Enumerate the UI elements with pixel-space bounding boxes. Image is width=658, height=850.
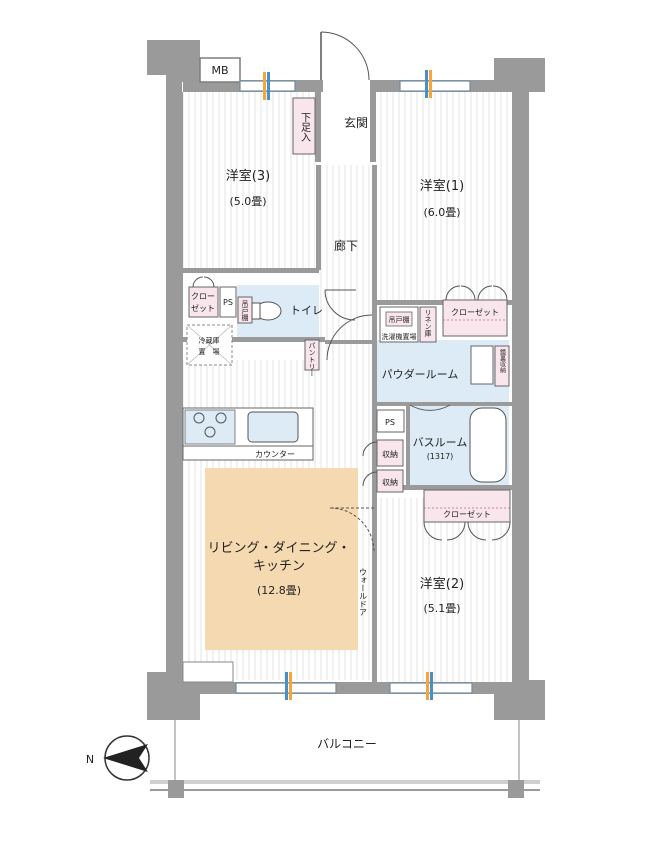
getabako-label: 下足入	[299, 112, 311, 142]
room2-closet: クローゼット	[423, 489, 511, 541]
balcony	[150, 720, 540, 798]
svg-text:置 場: 置 場	[199, 347, 220, 356]
entrance-door[interactable]	[320, 31, 370, 81]
kitchen-counter: カウンター	[182, 407, 314, 461]
svg-text:収納: 収納	[382, 477, 398, 487]
svg-text:吊戸棚: 吊戸棚	[389, 315, 410, 324]
storage-1: 収納	[376, 439, 404, 467]
linen-storage: リネン庫	[419, 306, 437, 343]
window-bottom-left	[235, 672, 337, 700]
bath-door[interactable]	[409, 404, 451, 411]
wall-right	[512, 88, 529, 693]
ldk-size: (12.8畳)	[257, 584, 301, 597]
ldk-highlight	[205, 468, 358, 650]
wall-entry-right	[370, 92, 376, 162]
washer-area: 吊戸棚 洗濯機置場	[379, 306, 419, 343]
svg-text:クローゼット: クローゼット	[451, 307, 499, 317]
window-top-right	[399, 70, 471, 98]
svg-text:洗濯機置場: 洗濯機置場	[382, 332, 417, 341]
svg-text:クローゼット: クローゼット	[443, 509, 491, 519]
svg-text:収納: 収納	[382, 449, 398, 459]
floor-step-left	[182, 661, 234, 683]
mb-box: MB	[199, 57, 241, 83]
pantry: パントリー	[304, 339, 320, 377]
wall-kitchen-top	[325, 340, 375, 344]
north-label: N	[86, 753, 94, 766]
toilet-shelf-label: 吊戸棚	[241, 300, 249, 322]
sink-icon	[247, 411, 299, 443]
column-top-right	[494, 58, 545, 100]
room3-size: (5.0畳)	[229, 195, 266, 208]
burner-icon	[204, 426, 216, 438]
ldk-name-line2: キッチン	[253, 559, 305, 574]
room3-name: 洋室(3)	[226, 168, 270, 184]
genkan-label: 玄関	[344, 115, 368, 130]
svg-text:リネン庫: リネン庫	[424, 309, 432, 338]
storage-door[interactable]	[362, 471, 378, 487]
mirror-storage: 鏡裏収納	[470, 345, 510, 387]
hallway-label: 廊下	[334, 238, 358, 253]
room2-name: 洋室(2)	[420, 576, 464, 592]
window-top-left	[239, 72, 296, 100]
toilet-label: トイレ	[290, 304, 323, 317]
svg-text:鏡裏収納: 鏡裏収納	[499, 348, 506, 374]
wall-bath-left	[406, 402, 410, 488]
wall-room3-right	[316, 165, 321, 270]
bath-label: バスルーム	[413, 436, 468, 449]
wall-room3-bottom	[183, 268, 319, 273]
mb-label: MB	[211, 64, 228, 77]
north-arrow-icon	[103, 735, 150, 781]
svg-text:PS: PS	[223, 298, 233, 307]
kitchen-door[interactable]	[326, 314, 373, 361]
storage-door[interactable]	[362, 441, 378, 457]
svg-text:パントリー: パントリー	[308, 342, 316, 377]
svg-text:ゼット: ゼット	[191, 303, 215, 313]
room1-closet: クローゼット	[442, 285, 508, 337]
column-top-left	[147, 40, 200, 92]
window-bottom-right	[389, 672, 473, 700]
burner-icon	[193, 412, 205, 424]
wall-bath-bottom	[377, 485, 512, 490]
room2-floor	[377, 498, 512, 683]
ps2-box: PS	[376, 409, 405, 433]
room1-name: 洋室(1)	[420, 178, 464, 194]
room3-closet: クロー ゼット	[188, 276, 219, 318]
balcony-label: バルコニー	[317, 737, 377, 751]
column-bottom-left	[147, 672, 200, 720]
room1-floor	[377, 92, 512, 300]
hallway-floor	[320, 165, 372, 365]
svg-text:冷蔵庫: 冷蔵庫	[199, 336, 220, 345]
powder-label: パウダールーム	[382, 367, 459, 381]
svg-text:クロー: クロー	[191, 292, 215, 301]
ps-box: PS	[219, 286, 237, 318]
counter-label: カウンター	[255, 450, 295, 459]
getabako	[292, 97, 316, 155]
wall-powder-bottom	[377, 402, 512, 406]
room1-size: (6.0畳)	[423, 206, 460, 219]
wall-entry-left	[315, 92, 321, 162]
storage-2: 収納	[376, 469, 404, 493]
toilet-tank-icon	[251, 302, 261, 320]
fridge-space: 冷蔵庫 置 場	[186, 324, 233, 366]
ldk-name-line1: リビング・ダイニング・	[207, 541, 350, 556]
svg-text:PS: PS	[385, 418, 395, 427]
wall-bottom	[166, 682, 529, 694]
burner-icon	[215, 412, 227, 424]
wall-left	[166, 92, 183, 692]
wall-door[interactable]	[329, 507, 375, 553]
toilet: 吊戸棚 トイレ	[237, 296, 323, 324]
room2-size: (5.1畳)	[423, 602, 460, 615]
wall-toilet-bottom	[183, 337, 325, 342]
toilet-door[interactable]	[324, 289, 356, 321]
wall-center-vertical	[372, 165, 377, 685]
walldoor-label: ウォールドア	[359, 568, 368, 616]
column-bottom-right	[494, 680, 545, 720]
bathtub-icon	[469, 407, 507, 483]
bath-size: (1317)	[427, 452, 454, 461]
